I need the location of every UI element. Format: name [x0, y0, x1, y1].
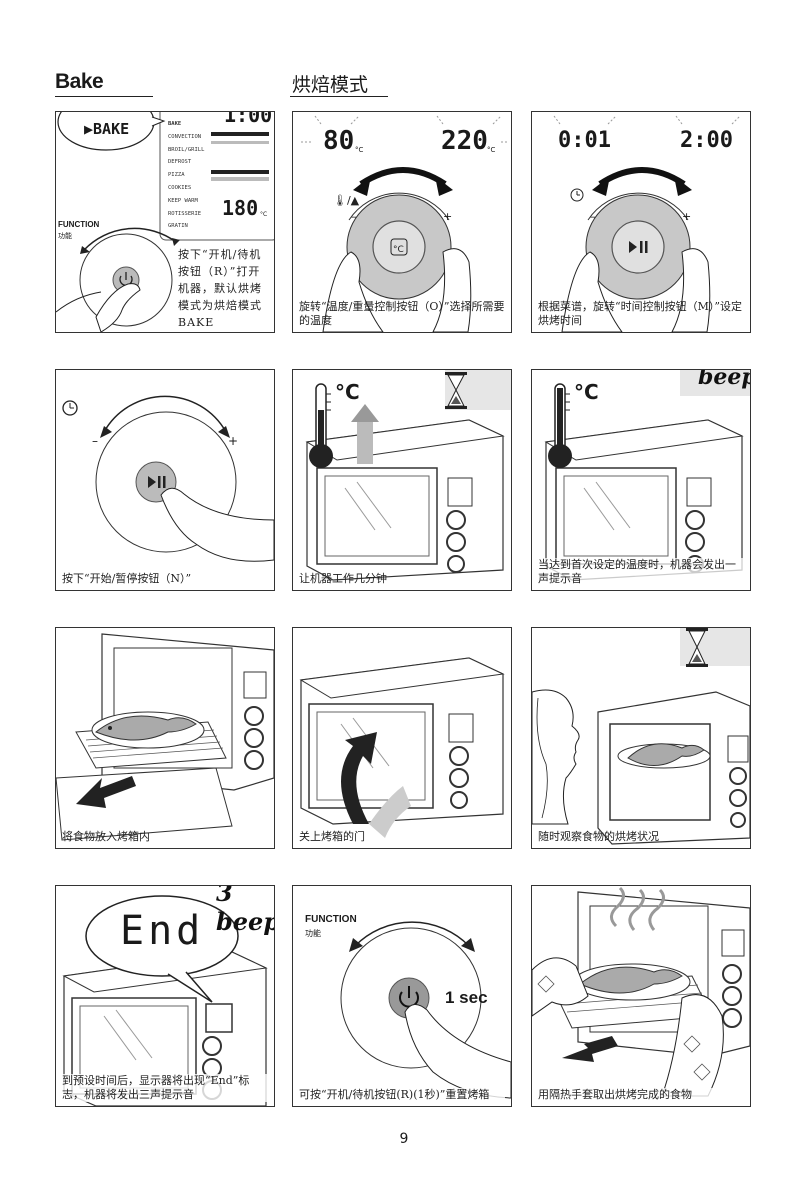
function-label-zh: 功能	[305, 929, 321, 938]
mode-list: BAKE CONVECTION BROIL/GRILL DEFROST PIZZ…	[168, 118, 204, 233]
mode-item: BAKE	[168, 121, 182, 127]
step-1-illustration	[56, 112, 274, 332]
page-title-en: Bake	[55, 70, 104, 93]
function-label-zh: 功能	[58, 232, 72, 240]
step-caption: 按下“开机/待机按钮（R）”打开机器，默认烘烤模式为烘焙模式BAKE	[178, 248, 262, 329]
step-panel-4: – + 按下“开始/暂停按钮（N）”	[55, 369, 275, 591]
title-underline	[290, 96, 388, 97]
step-11-illustration	[340, 921, 511, 1099]
svg-text:🌡/▲: 🌡/▲	[333, 194, 360, 207]
celsius-label: °C	[574, 380, 599, 404]
step-panel-11: FUNCTION 功能 1 sec 可按“开机/待机按钮(R)(1秒)”重置烤箱	[292, 885, 512, 1107]
minus-sign: –	[351, 210, 357, 223]
step-6-illustration	[544, 370, 750, 581]
function-label: FUNCTION	[58, 220, 100, 229]
plus-sign: +	[682, 210, 692, 223]
step-2-illustration: °C 🌡/▲	[301, 115, 509, 332]
temp-min-display: 80	[323, 126, 355, 156]
temp-max-display: 220	[441, 126, 488, 156]
step-panel-10: End 3 beep 到预设时间后，显示器将出现“End”标志，机器将发出三声提…	[55, 885, 275, 1107]
mode-item: COOKIES	[168, 184, 192, 191]
step-caption: 根据菜谱，旋转“时间控制按钮（M）”设定烘烤时间	[538, 300, 743, 327]
temp-display: 180	[222, 196, 259, 220]
step-4-illustration	[62, 395, 274, 562]
step-panel-7: 将食物放入烤箱内	[55, 627, 275, 849]
temp-unit: °C	[355, 146, 364, 154]
step-caption: 旋转“温度/重量控制按钮（O）”选择所需要的温度	[299, 300, 505, 327]
step-panel-1: ▶BAKE BAKE CONVECTION BROIL/GRILL DEFROS…	[55, 111, 275, 333]
celsius-label: °C	[335, 380, 360, 404]
temp-unit: °C	[487, 146, 496, 154]
step-caption: 让机器工作几分钟	[299, 572, 387, 585]
step-caption: 将食物放入烤箱内	[62, 830, 150, 843]
hourglass-icon	[686, 628, 708, 667]
time-display: 1:00	[224, 111, 273, 127]
function-label: FUNCTION	[305, 914, 357, 925]
step-caption: 按下“开始/暂停按钮（N）”	[62, 572, 192, 585]
minus-sign: –	[92, 434, 98, 448]
hold-duration: 1 sec	[445, 988, 488, 1007]
mode-item: PIZZA	[168, 172, 185, 179]
temp-unit: °C	[260, 211, 268, 218]
beep-label: beep	[698, 369, 751, 390]
svg-text:°C: °C	[393, 245, 404, 255]
step-7-illustration	[56, 633, 274, 841]
mode-item: BROIL/GRILL	[168, 146, 205, 153]
step-caption: 用隔热手套取出烘烤完成的食物	[538, 1088, 744, 1102]
step-caption: 可按“开机/待机按钮(R)(1秒)”重置烤箱	[299, 1088, 505, 1102]
time-min-display: 0:01	[558, 128, 611, 153]
step-panel-5: °C 让机器工作几分钟	[292, 369, 512, 591]
step-panel-8: 关上烤箱的门	[292, 627, 512, 849]
step-3-illustration	[553, 115, 741, 332]
step-panel-2: °C 🌡/▲ 80 °C 220 °C – + 旋转“温度/重量控制按钮（O）”…	[292, 111, 512, 333]
three-beep-label: 3 beep	[216, 885, 275, 936]
step-caption: 随时观察食物的烘烤状况	[538, 830, 659, 843]
step-panel-12: 用隔热手套取出烘烤完成的食物	[531, 885, 751, 1107]
step-caption: 当达到首次设定的温度时，机器会发出一声提示音	[538, 558, 744, 586]
minus-sign: –	[590, 210, 596, 223]
end-display: End	[120, 908, 205, 954]
step-12-illustration	[532, 886, 750, 1097]
page-title-zh: 烘焙模式	[292, 74, 369, 96]
title-underline	[55, 96, 153, 97]
mode-item: GRATIN	[168, 223, 188, 230]
plus-sign: +	[443, 210, 453, 223]
step-panel-3: 0:01 2:00 – + 根据菜谱，旋转“时间控制按钮（M）”设定烘烤时间	[531, 111, 751, 333]
step-8-illustration	[299, 657, 505, 838]
step-9-illustration	[532, 628, 750, 845]
page-number: 9	[399, 1131, 409, 1147]
mode-item: ROTISSERIE	[168, 210, 202, 217]
mode-item: CONVECTION	[168, 133, 202, 140]
step-caption: 到预设时间后，显示器将出现“End”标志，机器将发出三声提示音	[62, 1074, 268, 1102]
hourglass-icon	[445, 372, 467, 409]
step-panel-6: °C beep 当达到首次设定的温度时，机器会发出一声提示音	[531, 369, 751, 591]
step-5-illustration	[305, 370, 511, 581]
step-panel-9: 随时观察食物的烘烤状况	[531, 627, 751, 849]
bake-mode-bubble: ▶BAKE	[84, 120, 130, 138]
mode-item: DEFROST	[168, 159, 192, 166]
plus-sign: +	[228, 434, 239, 448]
step-caption: 关上烤箱的门	[299, 830, 365, 843]
mode-item: KEEP WARM	[168, 197, 198, 204]
time-max-display: 2:00	[680, 128, 733, 153]
